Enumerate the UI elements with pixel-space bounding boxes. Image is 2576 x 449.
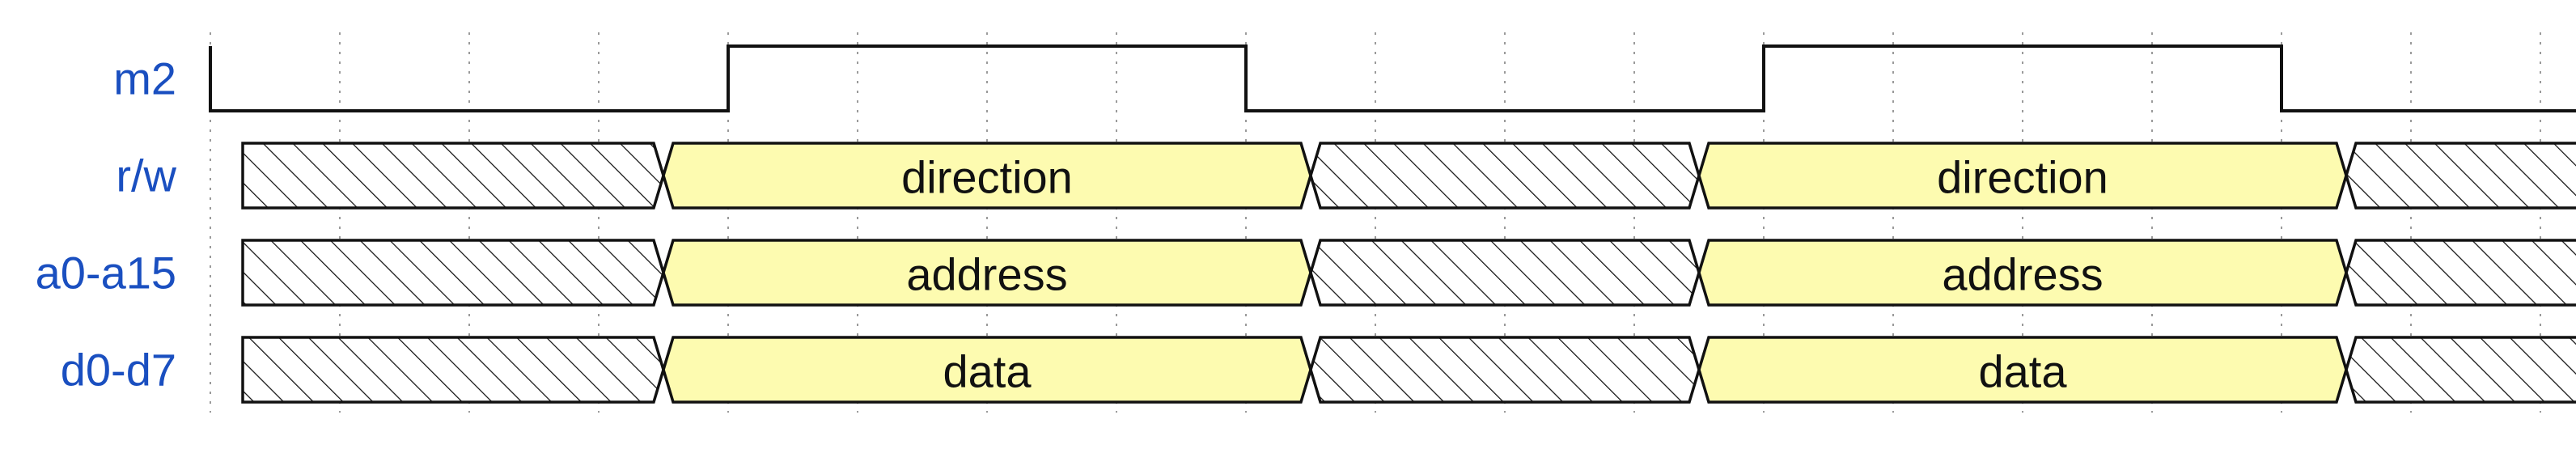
bus-undefined-segment [1309, 142, 1701, 210]
bus-value-label: address [1942, 249, 2103, 300]
bus-value-label: data [1979, 346, 2068, 397]
signal-labels: m2 r/w a0-a15 d0-d7 [36, 53, 177, 396]
clock-waveform [209, 44, 2576, 112]
bus-value-label: direction [901, 152, 1073, 203]
bus-value-label: address [906, 249, 1067, 300]
signal-label: m2 [113, 53, 176, 104]
wave-layer: direction direction address address data data [209, 44, 2576, 404]
bus-valid-segment [1697, 142, 2348, 210]
bus-valid-segment [662, 239, 1312, 307]
bus-value-label: direction [1937, 152, 2108, 203]
signal-label: d0-d7 [61, 345, 176, 396]
signal-label: r/w [116, 150, 176, 201]
bus-valid-segment [1697, 239, 2348, 307]
bus-undefined-segment [241, 142, 665, 210]
bus-undefined-segment [2345, 336, 2576, 404]
bus-undefined-segment [1309, 239, 1701, 307]
bus-undefined-segment [241, 336, 665, 404]
signal-label: a0-a15 [36, 248, 176, 299]
signal-row [209, 44, 2576, 112]
signal-row: address address [241, 239, 2576, 307]
bus-undefined-segment [2345, 239, 2576, 307]
bus-undefined-segment [1309, 336, 1701, 404]
bus-valid-segment [662, 336, 1312, 404]
bus-undefined-segment [241, 239, 665, 307]
signal-row: data data [241, 336, 2576, 404]
bus-valid-segment [1697, 336, 2348, 404]
bus-valid-segment [662, 142, 1312, 210]
signal-row: direction direction [241, 142, 2576, 210]
bus-value-label: data [943, 346, 1032, 397]
bus-undefined-segment [2345, 142, 2576, 210]
